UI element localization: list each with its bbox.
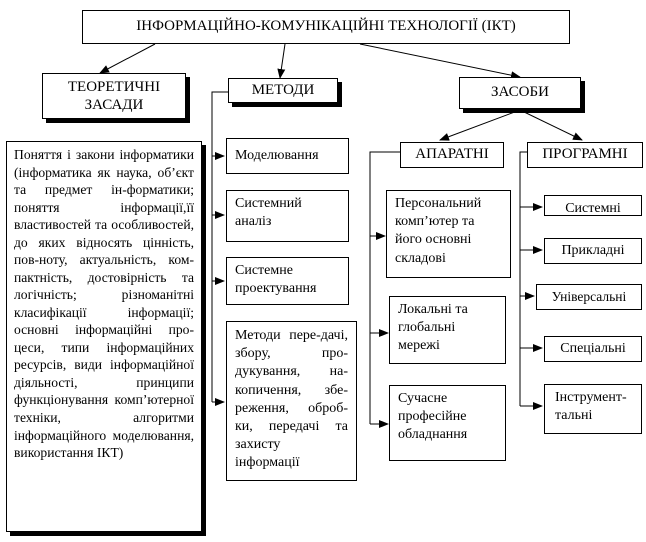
hardware-item-label: Сучасне професійне обладнання <box>398 391 468 443</box>
title-text: ІНФОРМАЦІЙНО-КОМУНІКАЦІЙНІ ТЕХНОЛОГІЇ (І… <box>136 18 516 35</box>
method-item-system-design: Системне проектування <box>226 257 349 305</box>
theory-text: Поняття і закони інформатики (інформатик… <box>14 147 194 461</box>
theory-header: ТЕОРЕТИЧНІ ЗАСАДИ <box>67 79 161 113</box>
hardware-item-networks: Локальні та глобальні мережі <box>389 296 506 364</box>
arrow-means-to-software <box>519 109 583 141</box>
software-item-label: Інструмент-тальні <box>555 390 627 424</box>
software-item-instrumental: Інструмент-тальні <box>544 384 642 434</box>
arrow-means-to-hardware <box>439 109 521 141</box>
software-item-label: Універсальні <box>551 289 627 305</box>
arrow-title-to-theory <box>99 43 156 74</box>
methods-header-box: МЕТОДИ <box>228 78 338 103</box>
software-header-box: ПРОГРАМНІ <box>527 142 643 168</box>
arrow-title-to-methods <box>277 43 286 79</box>
software-item-label: Системні <box>565 201 621 216</box>
method-item-label: Системне проектування <box>235 263 317 296</box>
arrow-title-to-means <box>359 43 521 80</box>
software-bracket <box>519 151 527 406</box>
software-item-special: Спеціальні <box>544 336 642 362</box>
methods-bracket <box>211 91 228 402</box>
software-item-label: Прикладні <box>561 243 625 259</box>
hardware-item-pc: Персональний комп’ютер та його основні с… <box>386 190 511 278</box>
theory-text-box: Поняття і закони інформатики (інформатик… <box>6 141 202 532</box>
method-item-label: Системний аналіз <box>235 196 302 229</box>
method-item-modeling: Моделювання <box>226 138 349 174</box>
method-item-info-processing: Методи пере-дачі, збору, про-дукування, … <box>226 321 357 481</box>
means-header: ЗАСОБИ <box>491 84 549 101</box>
methods-header: МЕТОДИ <box>251 81 315 98</box>
method-item-label: Моделювання <box>235 148 319 164</box>
software-item-applied: Прикладні <box>544 238 642 264</box>
hardware-item-label: Персональний комп’ютер та його основні с… <box>395 196 482 266</box>
software-header: ПРОГРАМНІ <box>542 146 628 163</box>
method-item-system-analysis: Системний аналіз <box>226 190 349 242</box>
hardware-header-box: АПАРАТНІ <box>400 142 504 168</box>
means-header-box: ЗАСОБИ <box>459 77 581 109</box>
software-item-system: Системні <box>544 195 642 216</box>
software-item-label: Спеціальні <box>560 341 626 357</box>
software-item-universal: Універсальні <box>536 284 642 310</box>
method-item-label: Методи пере-дачі, збору, про-дукування, … <box>235 328 348 471</box>
hardware-item-label: Локальні та глобальні мережі <box>398 302 468 354</box>
hardware-item-equipment: Сучасне професійне обладнання <box>389 385 506 461</box>
title-box: ІНФОРМАЦІЙНО-КОМУНІКАЦІЙНІ ТЕХНОЛОГІЇ (І… <box>82 10 570 44</box>
hardware-header: АПАРАТНІ <box>415 146 489 163</box>
theory-header-box: ТЕОРЕТИЧНІ ЗАСАДИ <box>42 73 186 119</box>
